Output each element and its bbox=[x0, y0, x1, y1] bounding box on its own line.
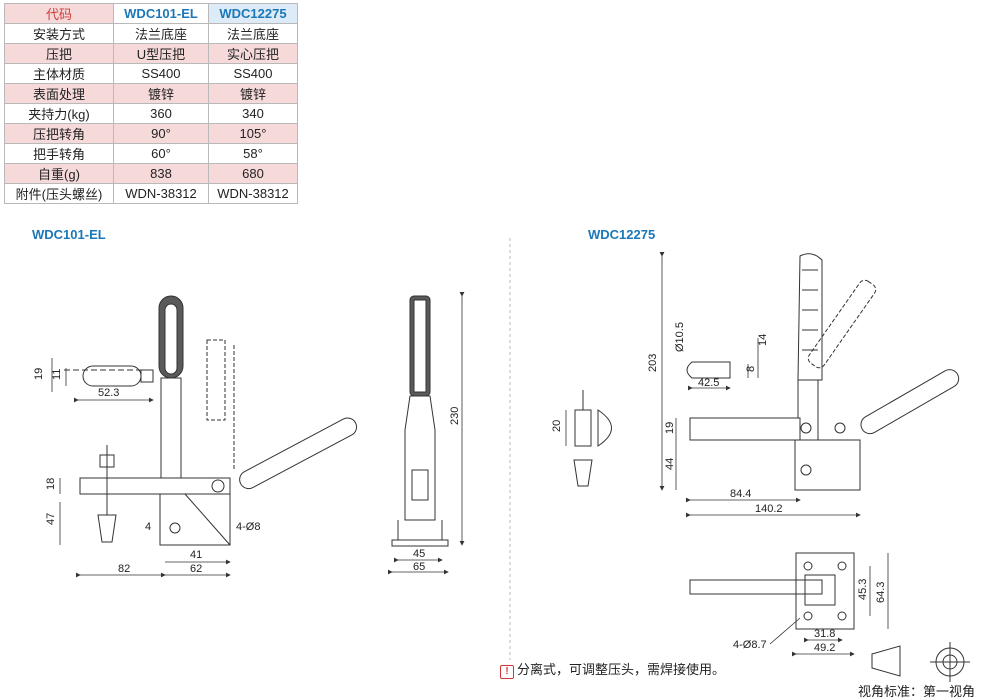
dim-4: 4 bbox=[145, 521, 151, 533]
dim-45: 45 bbox=[413, 548, 425, 560]
view-standard: 视角标准：第一视角 bbox=[858, 684, 976, 699]
right-side-view bbox=[573, 253, 960, 491]
dim-hole: 4-Ø8 bbox=[236, 521, 260, 533]
spec-cell: 105° bbox=[208, 123, 298, 144]
dim-45-3: 45.3 bbox=[857, 579, 869, 600]
spec-cell: 安装方式 bbox=[4, 23, 114, 44]
spec-cell: WDN-38312 bbox=[113, 183, 209, 204]
dim-hole-right: 4-Ø8.7 bbox=[733, 639, 767, 651]
dim-84-4: 84.4 bbox=[730, 488, 751, 500]
dim-65: 65 bbox=[413, 561, 425, 573]
spec-cell: 90° bbox=[113, 123, 209, 144]
dim-18: 18 bbox=[45, 478, 57, 490]
dim-47: 47 bbox=[45, 513, 57, 525]
left-front-view bbox=[391, 295, 449, 547]
dim-49-2: 49.2 bbox=[814, 642, 835, 654]
dim-82: 82 bbox=[118, 563, 130, 575]
spec-cell: 附件(压头螺丝) bbox=[4, 183, 114, 204]
dim-41: 41 bbox=[190, 549, 202, 561]
warning-icon: ! bbox=[500, 665, 514, 679]
dim-44: 44 bbox=[664, 458, 676, 470]
left-model-title: WDC101-EL bbox=[32, 227, 106, 242]
spec-cell: U型压把 bbox=[113, 43, 209, 64]
dim-140-2: 140.2 bbox=[755, 503, 783, 515]
dim-42-5: 42.5 bbox=[698, 377, 719, 389]
spec-cell: 压把 bbox=[4, 43, 114, 64]
dim-19-right: 19 bbox=[664, 422, 676, 434]
right-model-title: WDC12275 bbox=[588, 227, 656, 242]
spec-cell: WDN-38312 bbox=[208, 183, 298, 204]
spec-cell: 压把转角 bbox=[4, 123, 114, 144]
spec-header-cell: 代码 bbox=[4, 3, 114, 24]
dim-52-3: 52.3 bbox=[98, 387, 119, 399]
dim-64-3: 64.3 bbox=[875, 582, 887, 603]
dim-19: 19 bbox=[33, 368, 45, 380]
first-angle-symbol bbox=[871, 642, 970, 682]
dim-11: 11 bbox=[51, 369, 63, 380]
left-side-view bbox=[64, 295, 358, 546]
right-top-view bbox=[689, 552, 855, 630]
dim-31-8: 31.8 bbox=[814, 628, 835, 640]
dim-20: 20 bbox=[551, 420, 563, 432]
dim-8: 8 bbox=[745, 366, 757, 372]
spec-cell: 法兰底座 bbox=[208, 23, 298, 44]
spec-cell: 把手转角 bbox=[4, 143, 114, 164]
spec-cell: SS400 bbox=[113, 63, 209, 84]
dim-203: 203 bbox=[647, 354, 659, 372]
spec-cell: 实心压把 bbox=[208, 43, 298, 64]
dim-diameter-10-5: Ø10.5 bbox=[674, 322, 686, 352]
dim-14: 14 bbox=[757, 334, 769, 346]
spec-cell: 镀锌 bbox=[208, 83, 298, 104]
note: !分离式，可调整压头，需焊接使用。 bbox=[500, 659, 725, 679]
spec-cell: 主体材质 bbox=[4, 63, 114, 84]
note-text: 分离式，可调整压头，需焊接使用。 bbox=[517, 662, 726, 677]
spec-cell: 表面处理 bbox=[4, 83, 114, 104]
spec-header-cell: WDC101-EL bbox=[113, 3, 209, 24]
dim-62: 62 bbox=[190, 563, 202, 575]
spec-cell: 340 bbox=[208, 103, 298, 124]
dim-230: 230 bbox=[449, 407, 461, 425]
spec-header-cell: WDC12275 bbox=[208, 3, 298, 24]
spec-cell: SS400 bbox=[208, 63, 298, 84]
spec-row: 表面处理镀锌镀锌 bbox=[4, 83, 298, 104]
